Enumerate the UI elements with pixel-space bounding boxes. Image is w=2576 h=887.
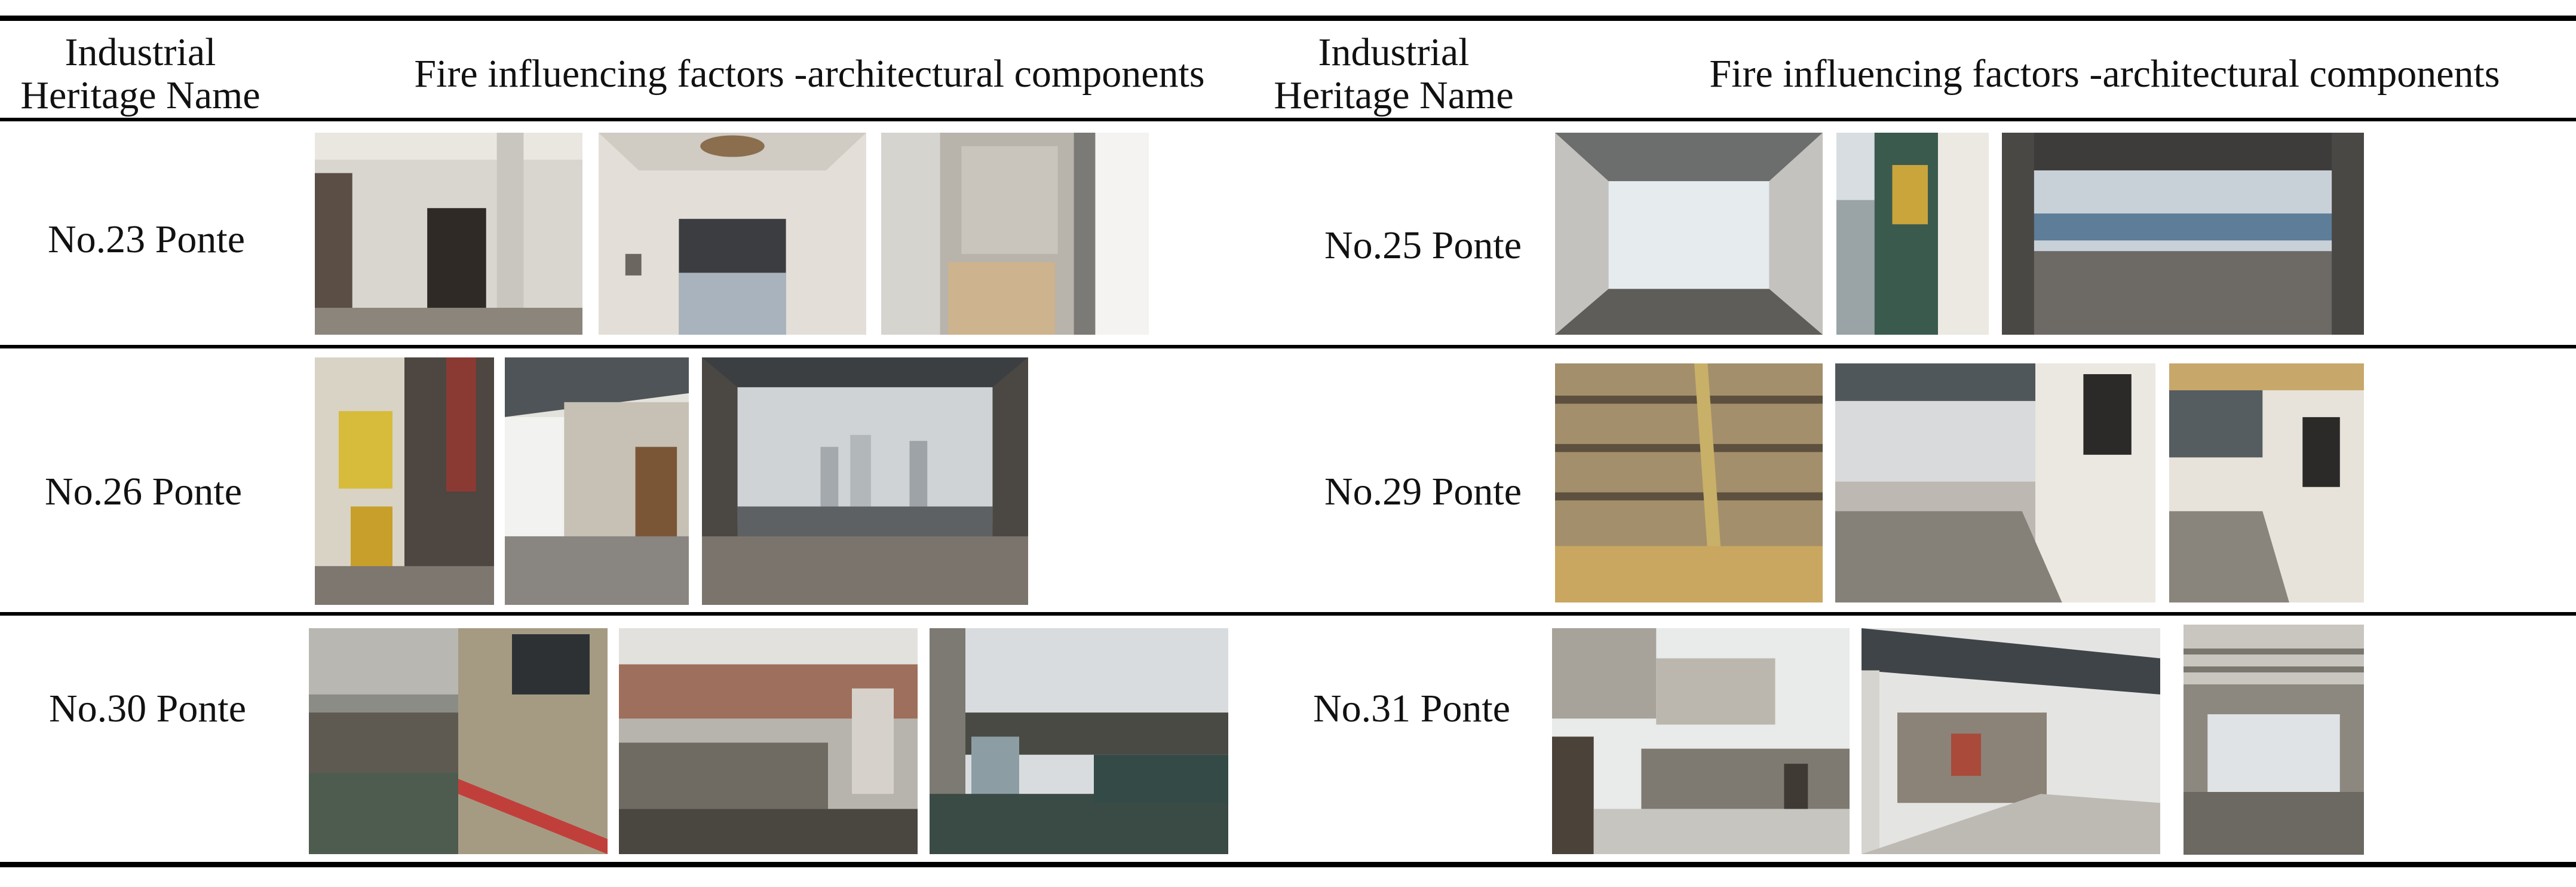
doorframe-photo xyxy=(315,357,494,605)
roof-photo xyxy=(1555,363,1823,602)
doorway-photo xyxy=(315,133,582,335)
entrance-photo xyxy=(505,357,689,605)
bottom-rule xyxy=(0,862,2576,867)
header-right-name: Industrial Heritage Name xyxy=(1274,30,1514,117)
wall-photo xyxy=(2169,363,2364,602)
ceiling-photo xyxy=(599,133,866,335)
pier-deck-photo xyxy=(309,628,608,854)
row2-left-name: No.26 Ponte xyxy=(45,470,242,513)
row1-left-name: No.23 Ponte xyxy=(48,218,245,261)
window-photo xyxy=(1836,133,1989,335)
ramp-photo xyxy=(1835,363,2155,602)
canopy-photo xyxy=(2002,133,2364,335)
row-divider-2 xyxy=(0,612,2576,616)
street-photo xyxy=(1552,628,1850,854)
stilts-photo xyxy=(930,628,1228,854)
header-left-name: Industrial Heritage Name xyxy=(20,30,260,117)
row1-right-name: No.25 Ponte xyxy=(1324,224,1522,267)
corridor-photo xyxy=(1555,133,1823,335)
harbor-view-photo xyxy=(702,357,1028,605)
header-rule xyxy=(0,118,2576,121)
row2-right-name: No.29 Ponte xyxy=(1324,470,1522,513)
boat-deck-photo xyxy=(619,628,918,854)
row3-left-name: No.30 Ponte xyxy=(49,687,246,730)
row3-right-name: No.31 Ponte xyxy=(1313,687,1510,730)
shelf-photo xyxy=(881,133,1149,335)
awning-photo xyxy=(1862,628,2160,854)
header-left-factors: Fire influencing factors -architectural … xyxy=(414,52,1205,96)
hall-photo xyxy=(2184,625,2364,855)
top-rule xyxy=(0,16,2576,21)
row-divider-1 xyxy=(0,345,2576,348)
header-right-factors: Fire influencing factors -architectural … xyxy=(1709,52,2500,96)
